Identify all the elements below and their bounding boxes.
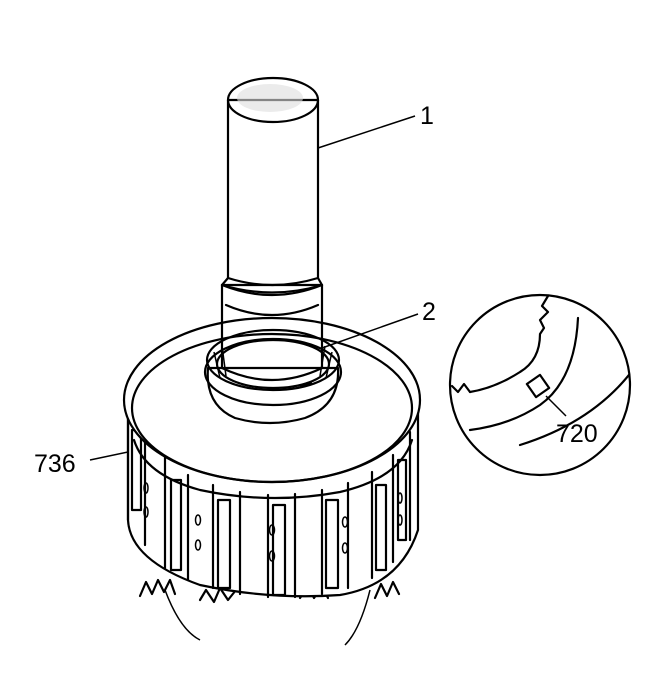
callout-720: 720 <box>556 420 598 448</box>
clutch-housing-top <box>122 316 422 500</box>
callout-1: 1 <box>420 102 434 130</box>
installer-tool-1 <box>220 76 324 382</box>
leader-lines <box>89 115 567 461</box>
detail-inset-720 <box>448 293 632 477</box>
callout-2: 2 <box>422 298 436 326</box>
callout-736: 736 <box>34 450 76 478</box>
